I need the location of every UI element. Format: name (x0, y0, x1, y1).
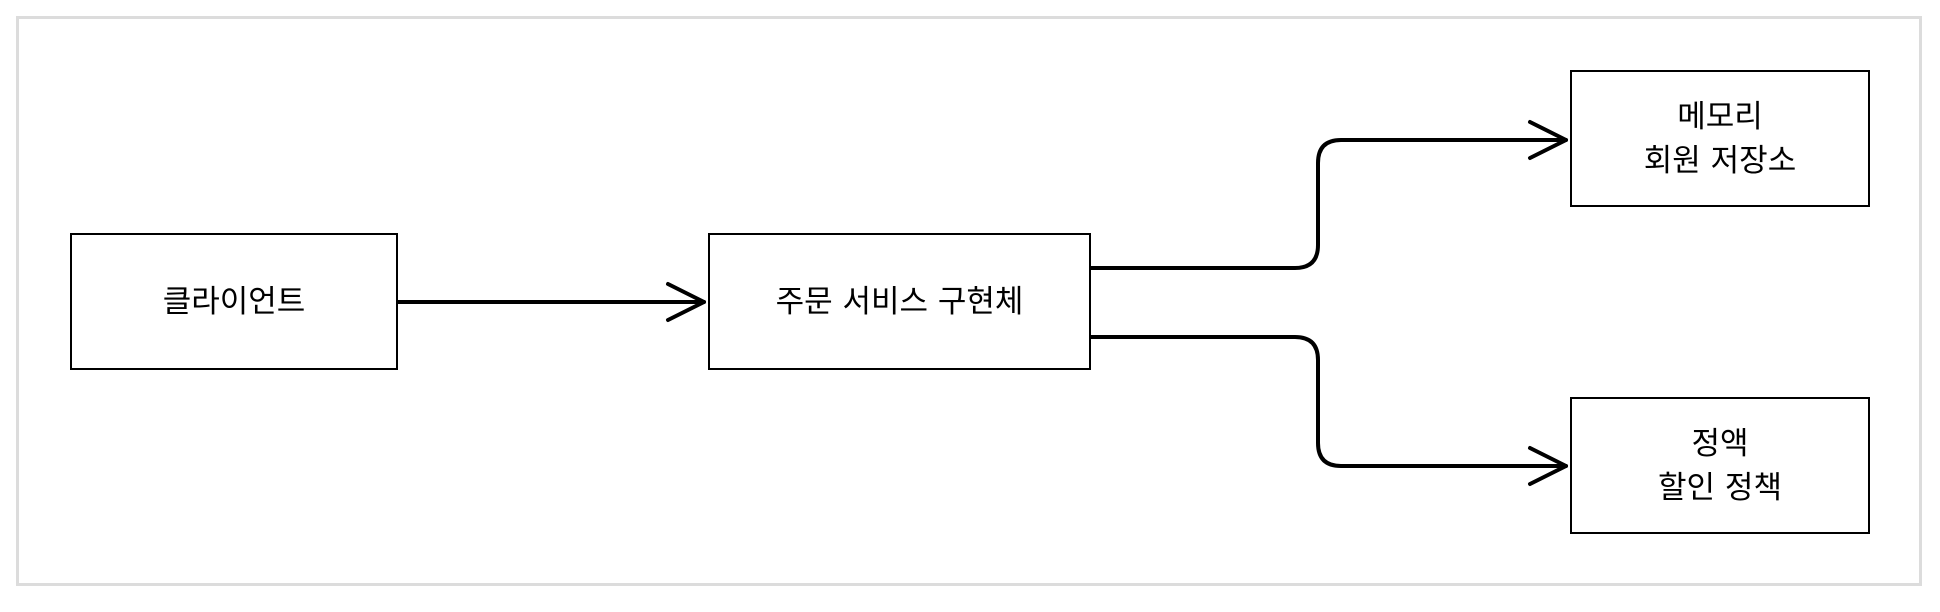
node-order-service-impl: 주문 서비스 구현체 (708, 233, 1091, 370)
node-memory-member-repository: 메모리 회원 저장소 (1570, 70, 1870, 207)
node-fixed-discount-policy: 정액 할인 정책 (1570, 397, 1870, 534)
node-order-service-impl-label: 주문 서비스 구현체 (775, 283, 1024, 320)
node-memory-member-repository-line2: 회원 저장소 (1643, 142, 1797, 179)
node-client: 클라이언트 (70, 233, 398, 370)
node-client-label: 클라이언트 (162, 283, 306, 320)
node-fixed-discount-policy-line1: 정액 (1691, 425, 1749, 462)
node-fixed-discount-policy-line2: 할인 정책 (1658, 469, 1782, 506)
node-memory-member-repository-line1: 메모리 (1677, 98, 1763, 135)
